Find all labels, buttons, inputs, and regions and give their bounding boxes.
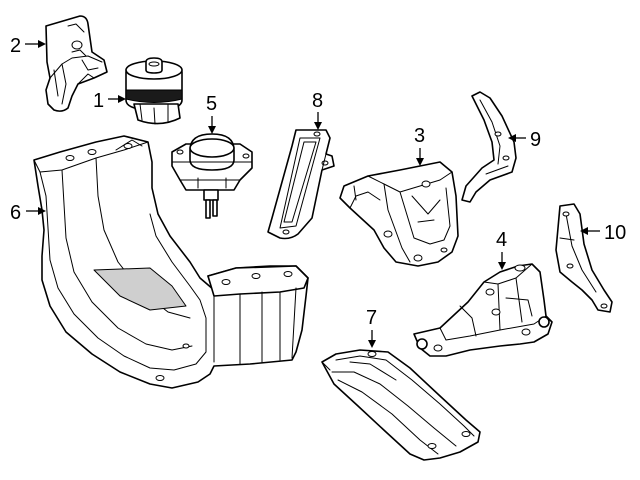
part-9-bracket [461, 91, 517, 203]
callout-4: 4 [496, 229, 507, 251]
part-8-rail [267, 129, 335, 240]
callout-3: 3 [414, 125, 425, 147]
callout-9: 9 [530, 129, 541, 151]
callout-numbers: 2 1 5 8 3 9 6 10 4 7 [10, 35, 626, 329]
part-2-bracket [45, 15, 108, 112]
callout-6: 6 [10, 202, 21, 224]
callout-7: 7 [366, 307, 377, 329]
part-1-mount [125, 57, 183, 125]
callout-1: 1 [93, 90, 104, 112]
part-5-engine-mount [171, 133, 253, 219]
callout-leaders [25, 40, 600, 348]
part-4-mount-bracket [413, 263, 553, 357]
callout-5: 5 [206, 93, 217, 115]
callout-10: 10 [604, 222, 626, 244]
part-6-crossmember [33, 135, 309, 389]
part-3-bracket [339, 161, 459, 267]
callout-8: 8 [312, 90, 323, 112]
part-10-bracket [555, 203, 613, 313]
callout-2: 2 [10, 35, 21, 57]
part-7-skid-plate [321, 349, 481, 461]
